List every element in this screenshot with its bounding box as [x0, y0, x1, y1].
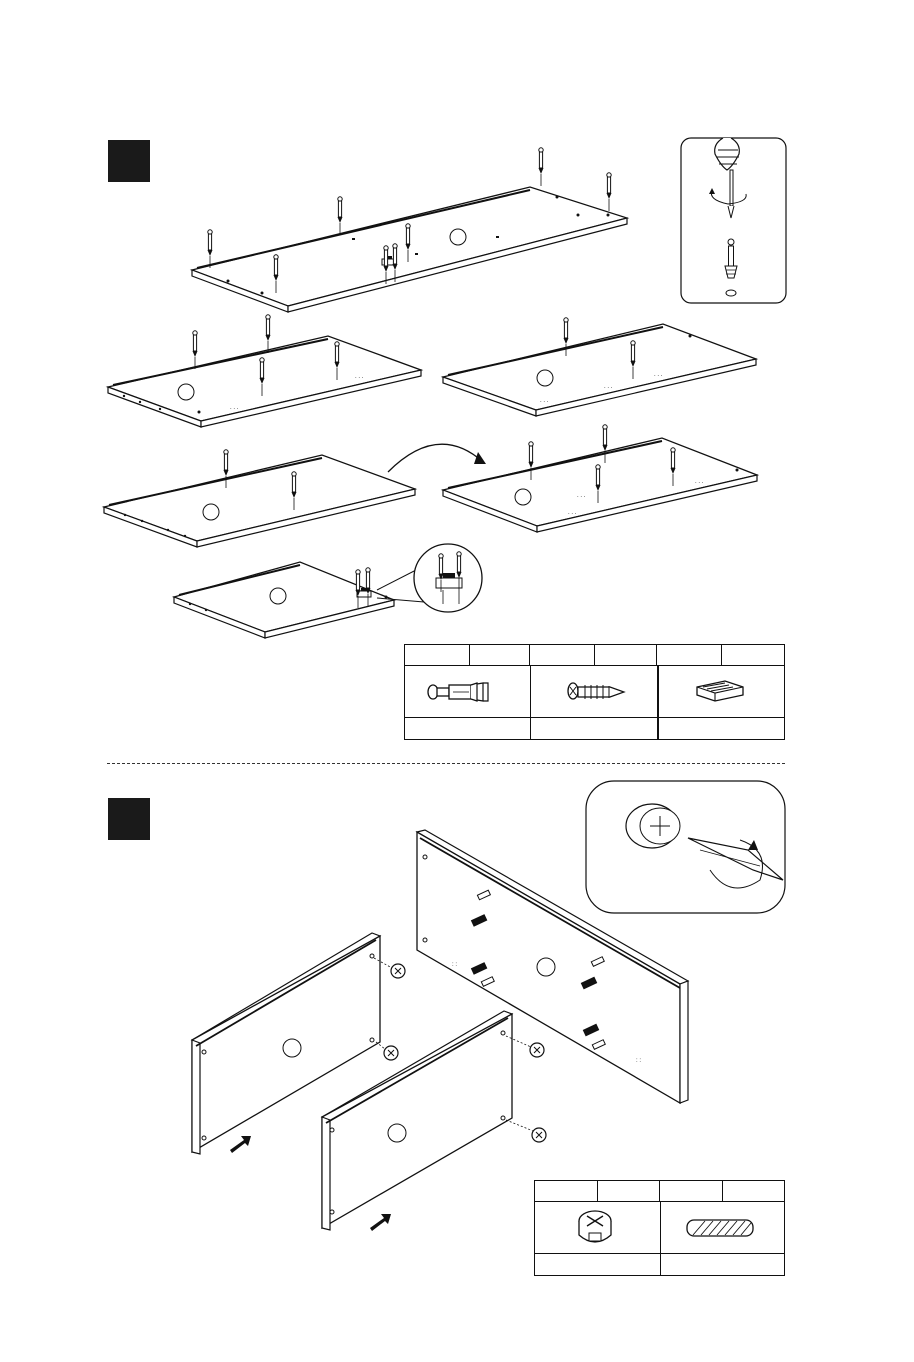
parts-header-cell	[598, 1181, 660, 1201]
panel-mid-left: . . . . . .	[108, 336, 421, 427]
panel-top-long	[192, 187, 627, 312]
parts-header-cell	[470, 645, 530, 665]
wood-dowel-icon	[687, 1220, 753, 1236]
step-1-parts-table	[404, 644, 785, 740]
cam-lock-icon	[579, 1211, 611, 1242]
svg-text:. . .: . . .	[568, 510, 577, 516]
svg-text:. . .: . . .	[230, 405, 239, 411]
parts-header-cell	[595, 645, 657, 665]
svg-text:. . .: . . .	[695, 479, 704, 485]
camlock-detail	[586, 781, 785, 913]
shelf-clip-icon	[697, 681, 743, 701]
panel-bottom-small	[174, 562, 394, 638]
svg-text:. . .: . . .	[654, 372, 663, 378]
svg-text:. . .: . . .	[604, 384, 613, 390]
wood-screw-icon	[568, 683, 624, 699]
step-2-parts-table	[534, 1180, 785, 1276]
parts-header-cell	[535, 1181, 598, 1201]
svg-text:: :: : :	[452, 962, 457, 968]
flip-arrow	[388, 444, 483, 472]
panel-lower-left	[104, 455, 415, 547]
svg-text:. . .: . . .	[355, 374, 364, 380]
svg-text:: :: : :	[636, 1058, 641, 1064]
panel-mid-right: . . . . . . . . .	[443, 324, 756, 416]
parts-header-cell	[660, 1181, 723, 1201]
screwdriver-detail	[681, 138, 786, 303]
svg-text:. . .: . . .	[540, 398, 549, 404]
parts-header-cell	[657, 645, 722, 665]
parts-header-cell	[530, 645, 595, 665]
parts-header-cell	[405, 645, 470, 665]
svg-text:. . .: . . .	[577, 493, 586, 499]
step-divider	[107, 763, 785, 764]
cam-bolt-icon	[428, 683, 488, 701]
